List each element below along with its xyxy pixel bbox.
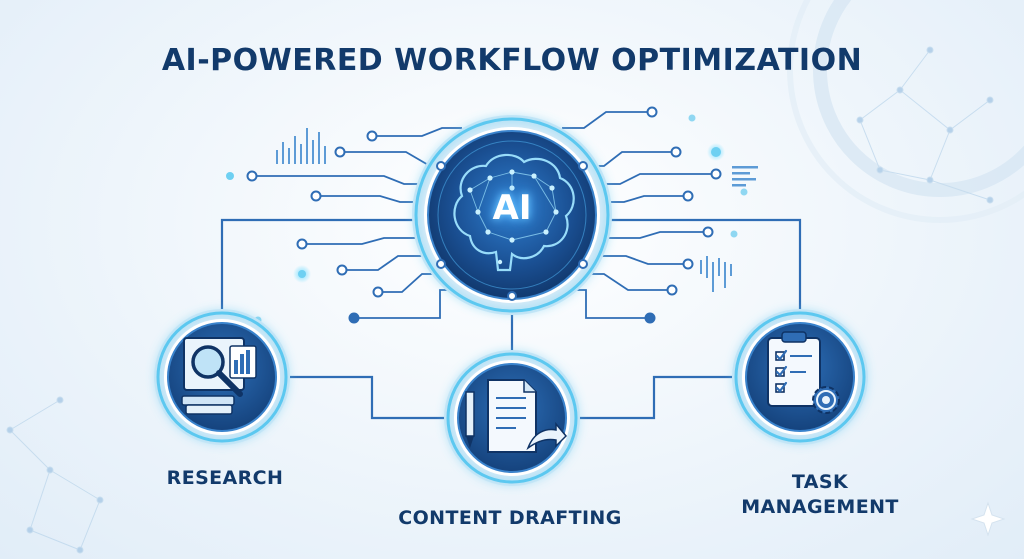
circuit-nodes-right	[644, 106, 722, 324]
task-management-label: TASK MANAGEMENT	[720, 470, 920, 520]
research-label: RESEARCH	[130, 466, 320, 491]
document-pencil-icon	[465, 379, 568, 453]
mini-bar-chart-icon	[276, 128, 326, 164]
sparkle-icon	[970, 501, 1006, 537]
background-network-bottom-left	[6, 396, 104, 554]
ai-hub	[412, 115, 612, 315]
content-drafting-label-line: CONTENT DRAFTING	[398, 507, 622, 529]
content-drafting-label: CONTENT DRAFTING	[360, 506, 660, 531]
clipboard-gear-icon	[767, 331, 840, 414]
text-lines-icon	[732, 166, 758, 187]
waveform-icon	[700, 256, 732, 292]
circuit-nodes-left	[246, 130, 384, 324]
ai-hub-label: AI	[492, 188, 532, 228]
page-title: AI-POWERED WORKFLOW OPTIMIZATION	[161, 43, 863, 78]
background-network-top-right	[787, 0, 1024, 223]
research-label-line: RESEARCH	[166, 467, 284, 489]
research-magnifier-icon	[181, 337, 257, 415]
brain-icon	[453, 153, 575, 272]
task-management-label-line-2: MANAGEMENT	[741, 496, 899, 518]
circuit-traces-left	[252, 127, 462, 319]
task-management-label-line-1: TASK	[791, 471, 849, 493]
